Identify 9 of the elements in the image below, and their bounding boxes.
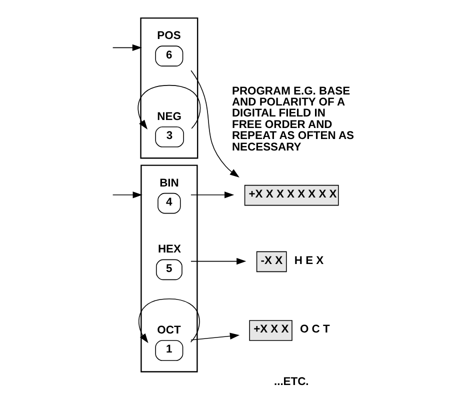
node-label: H E X	[294, 254, 324, 267]
node-label: O C T	[300, 324, 330, 336]
label: ...ETC.	[274, 376, 309, 388]
node-label: HEX	[158, 244, 181, 256]
node-label: POS	[157, 30, 181, 42]
node-label: NEG	[157, 110, 182, 123]
label: PROGRAM E.G. BASE AND POLARITY OF A DIGITAL FIELD IN FREE ORDER AND REPEAT AS OFTEN AS NECESSARY	[232, 85, 354, 154]
node-label: BIN	[160, 177, 179, 190]
node-label: OCT	[157, 324, 181, 336]
